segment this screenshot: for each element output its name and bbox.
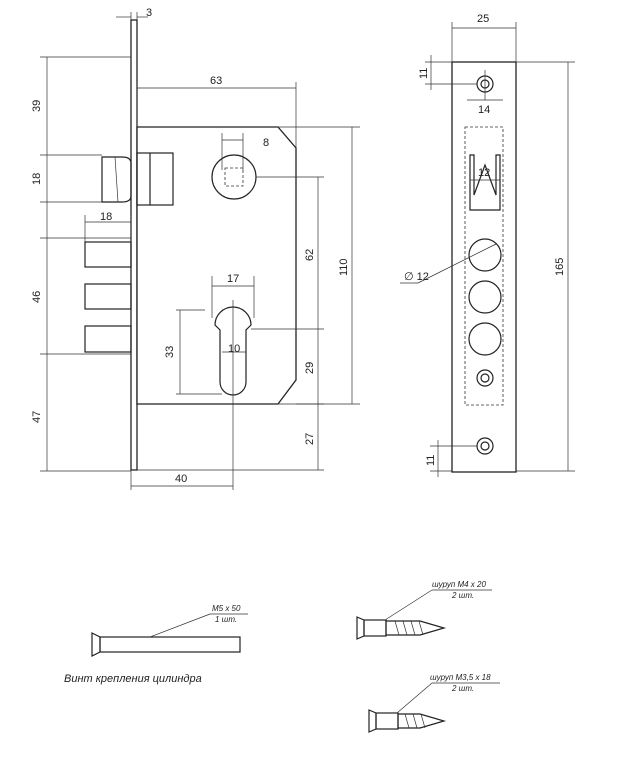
dim-bolt-projection: 18 [100,211,112,223]
bolt-hole [468,238,502,272]
dim-screw-hole-bottom: 11 [425,455,437,466]
latch [101,152,174,206]
dim-latch-width: 12 [478,167,490,179]
side-extension-lines [40,12,360,490]
front-view: 25 11 14 12 ∅ 12 165 11 [400,13,575,477]
screw-hole-middle [476,369,494,387]
dim-plate-length: 165 [554,258,566,276]
faceplate [130,19,138,471]
dim-bolt-span: 46 [31,291,43,303]
side-dimension-lines [46,57,353,487]
dim-bolt-diameter: ∅ 12 [404,271,429,283]
dim-screw-hole-top: 11 [418,68,430,79]
dim-cylinder-width: 17 [227,273,239,285]
side-view: 3 63 8 39 18 18 46 47 40 17 33 10 62 29 … [31,7,360,490]
cylinder-screw-caption: Винт крепления цилиндра [64,673,202,685]
front-dimension-lines [400,22,575,477]
cylinder-screw-qty: 1 шт. [215,615,237,624]
front-plate [451,61,517,473]
dim-spindle-square: 8 [263,137,269,149]
wood-screw-m35: шуруп M3,5 x 18 2 шт. [368,673,500,733]
dim-cylinder-height: 33 [164,346,176,358]
dim-cylinder-to-bottom: 29 [304,362,316,374]
bolt-hole [468,322,502,356]
screw-m35-spec: шуруп M3,5 x 18 [430,673,491,682]
dim-latch-height: 18 [31,173,43,185]
dim-faceplate-thickness: 3 [146,7,152,19]
screw-m4-spec: шуруп M4 x 20 [432,580,486,589]
dim-backset: 40 [175,473,187,485]
wood-screw-m4: шуруп M4 x 20 2 шт. [356,580,492,640]
dim-body-width: 63 [210,75,222,87]
dim-slot-width: 14 [478,104,490,116]
dim-latch-offset-top: 39 [31,100,43,112]
dim-bolt-offset-bottom: 47 [31,411,43,423]
bolt-hole [468,280,502,314]
dim-body-height: 110 [338,258,350,276]
dim-cylinder-cam: 10 [228,343,240,355]
dim-body-to-plate-end: 27 [304,433,316,445]
dim-centre-distance: 62 [304,249,316,261]
deadbolt-bars [84,241,132,353]
cylinder-hole [214,306,252,396]
cylinder-screw-spec: M5 x 50 [212,604,241,613]
cylinder-screw: M5 x 50 1 шт. Винт крепления цилиндра [64,604,248,685]
dim-plate-width: 25 [477,13,489,25]
screw-m35-qty: 2 шт. [451,684,474,693]
latch-window [469,154,501,211]
slot-outline [464,126,504,406]
screw-m4-qty: 2 шт. [451,591,474,600]
lock-body [136,126,297,405]
